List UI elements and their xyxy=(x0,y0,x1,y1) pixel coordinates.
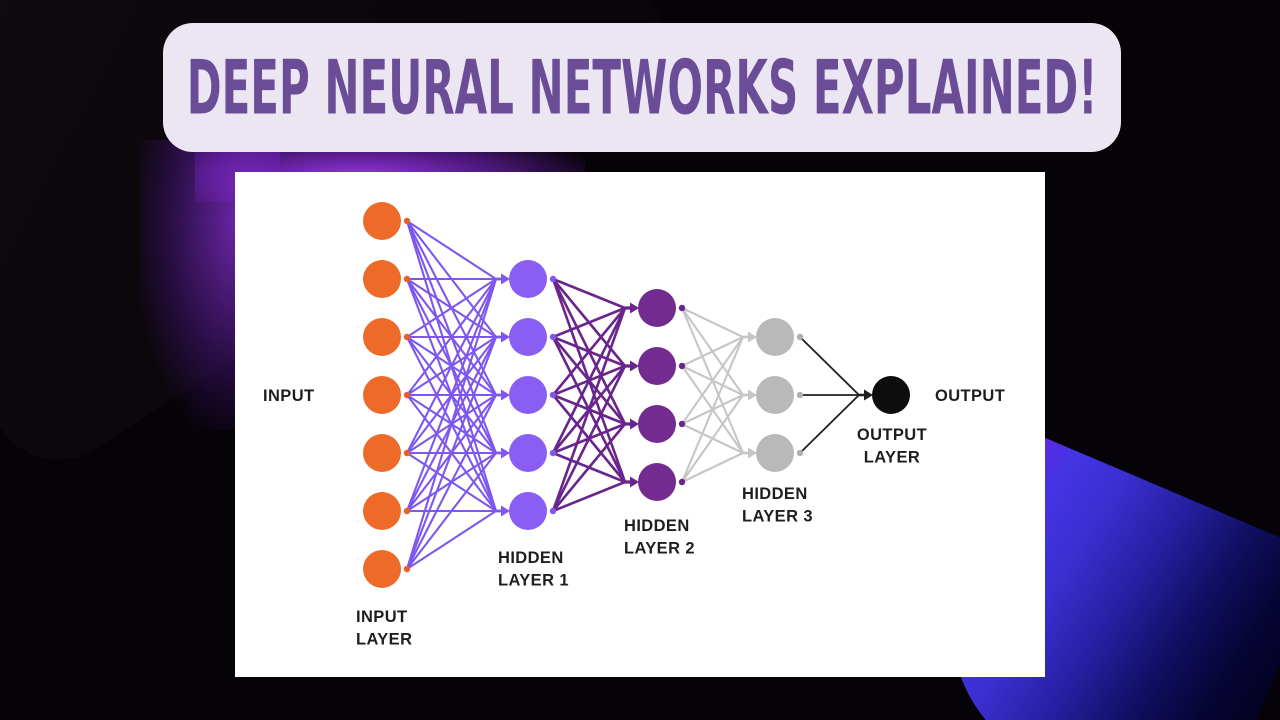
hidden-layer-1-label: HIDDEN xyxy=(498,549,564,567)
connection-line xyxy=(681,452,744,483)
connection-line xyxy=(406,220,497,338)
connection-dot xyxy=(678,478,686,486)
connection-dot xyxy=(796,333,804,341)
connection-dot xyxy=(549,275,557,283)
connection-dot xyxy=(403,333,411,341)
connection-line xyxy=(406,510,497,570)
connection-line xyxy=(551,278,627,483)
connection-dot xyxy=(403,217,411,225)
connection-line xyxy=(405,220,498,512)
arrowhead-icon xyxy=(748,447,757,459)
output-layer-node xyxy=(872,376,910,414)
connection-line xyxy=(406,394,497,512)
hidden-layer-2-node xyxy=(638,405,676,443)
connection-dot xyxy=(678,420,686,428)
input-layer-node xyxy=(363,318,401,356)
connection-line xyxy=(552,451,626,484)
connection-line xyxy=(681,307,744,338)
hidden-layer-3-label: LAYER 3 xyxy=(742,508,813,526)
output-layer-label: OUTPUT xyxy=(857,426,927,444)
connection-line xyxy=(681,365,744,454)
connection-line xyxy=(551,278,627,367)
connection-dot xyxy=(403,565,411,573)
arrowhead-icon xyxy=(630,360,639,372)
input-layer-label: INPUT xyxy=(356,608,408,626)
connection-line xyxy=(552,277,626,310)
connection-line xyxy=(406,336,497,512)
arrowhead-icon xyxy=(501,505,510,517)
connection-dot xyxy=(796,449,804,457)
connection-line xyxy=(551,336,627,483)
input-layer-node xyxy=(363,434,401,472)
hidden-layer-3-node xyxy=(756,318,794,356)
hidden-layer-1-label: LAYER 1 xyxy=(498,572,569,590)
input-layer-node xyxy=(363,550,401,588)
connection-dot xyxy=(796,391,804,399)
hidden-layer-1-node xyxy=(509,492,547,530)
input-layer-node xyxy=(363,260,401,298)
hidden-layer-1-node xyxy=(509,376,547,414)
connection-line xyxy=(406,278,497,512)
input-layer-node xyxy=(363,202,401,240)
output-layer-label: LAYER xyxy=(864,449,920,467)
arrowhead-icon xyxy=(501,447,510,459)
connection-dot xyxy=(549,333,557,341)
connection-line xyxy=(681,423,744,454)
title-card: DEEP NEURAL NETWORKS EXPLAINED! xyxy=(163,23,1121,152)
connection-dot xyxy=(678,304,686,312)
connection-dot xyxy=(403,275,411,283)
input-side-label: INPUT xyxy=(263,387,315,405)
arrowhead-icon xyxy=(501,389,510,401)
hidden-layer-1-node xyxy=(509,260,547,298)
arrowhead-icon xyxy=(501,331,510,343)
connection-dot xyxy=(678,362,686,370)
input-layer-node xyxy=(363,492,401,530)
page-title: DEEP NEURAL NETWORKS EXPLAINED! xyxy=(186,44,1098,131)
connection-line xyxy=(551,278,627,425)
connection-line xyxy=(799,336,860,396)
connection-dot xyxy=(403,391,411,399)
arrowhead-icon xyxy=(501,273,510,285)
connection-line xyxy=(406,220,497,396)
hidden-layer-3-node xyxy=(756,376,794,414)
connection-dot xyxy=(549,391,557,399)
hidden-layer-1-node xyxy=(509,434,547,472)
hidden-layer-3-node xyxy=(756,434,794,472)
connection-line xyxy=(406,220,497,280)
connection-line xyxy=(799,394,860,454)
connection-dot xyxy=(403,507,411,515)
arrowhead-icon xyxy=(748,389,757,401)
connection-line xyxy=(406,220,497,454)
hidden-layer-2-node xyxy=(638,347,676,385)
connection-dot xyxy=(549,507,557,515)
output-side-label: OUTPUT xyxy=(935,387,1005,405)
hidden-layer-2-label: LAYER 2 xyxy=(624,540,695,558)
hidden-layer-2-node xyxy=(638,463,676,501)
hidden-layer-1-node xyxy=(509,318,547,356)
hidden-layer-2-node xyxy=(638,289,676,327)
arrowhead-icon xyxy=(630,302,639,314)
arrowhead-icon xyxy=(630,476,639,488)
connection-line xyxy=(406,452,497,512)
connection-line xyxy=(681,307,744,396)
connection-dot xyxy=(549,449,557,457)
connection-line xyxy=(551,394,627,483)
arrowhead-icon xyxy=(748,331,757,343)
hidden-layer-3-label: HIDDEN xyxy=(742,485,808,503)
connection-dot xyxy=(403,449,411,457)
input-layer-label: LAYER xyxy=(356,631,412,649)
arrowhead-icon xyxy=(864,389,873,401)
neural-network-diagram: INPUT LAYER HIDDEN LAYER 1 HIDDEN LAYER 2 HIDD… xyxy=(263,202,1005,649)
hidden-layer-2-label: HIDDEN xyxy=(624,517,690,535)
diagram-panel: INPUT LAYER HIDDEN LAYER 1 HIDDEN LAYER 2 HIDD… xyxy=(235,172,1045,677)
connection-line xyxy=(552,480,626,513)
connection-line xyxy=(681,307,744,454)
arrowhead-icon xyxy=(630,418,639,430)
input-layer-node xyxy=(363,376,401,414)
